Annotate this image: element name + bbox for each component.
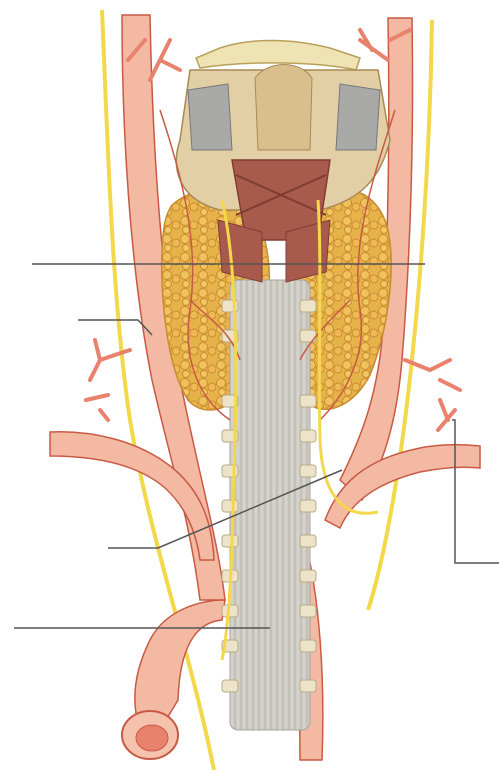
subclavian-artery-right — [325, 445, 480, 528]
pharyngeal-muscle-right — [336, 84, 380, 150]
trachea — [230, 280, 310, 730]
epiglottis — [255, 65, 312, 151]
leader-line-5 — [452, 420, 499, 563]
leader-line-2 — [78, 320, 152, 335]
pharyngeal-muscle-left — [188, 84, 232, 150]
